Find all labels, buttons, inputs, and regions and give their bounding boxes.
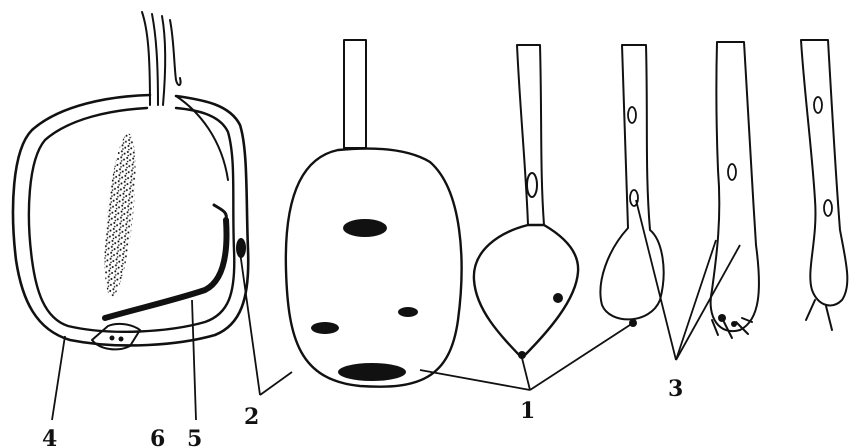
cell-a [13,12,248,349]
cell-c [474,45,578,359]
leader-lines [52,200,740,420]
label-4: 4 [42,426,57,448]
cell-d [600,45,663,327]
label-2: 2 [244,404,259,430]
cell-b [286,40,462,387]
cell-e [711,42,759,338]
label-5: 5 [187,426,202,448]
label-6: 6 [150,426,165,448]
stippled-rod [98,132,141,298]
label-1: 1 [520,398,535,424]
cell-f [801,40,847,330]
label-3: 3 [668,376,683,402]
large-cell-body [286,149,462,387]
pear-cell-body [474,225,578,358]
